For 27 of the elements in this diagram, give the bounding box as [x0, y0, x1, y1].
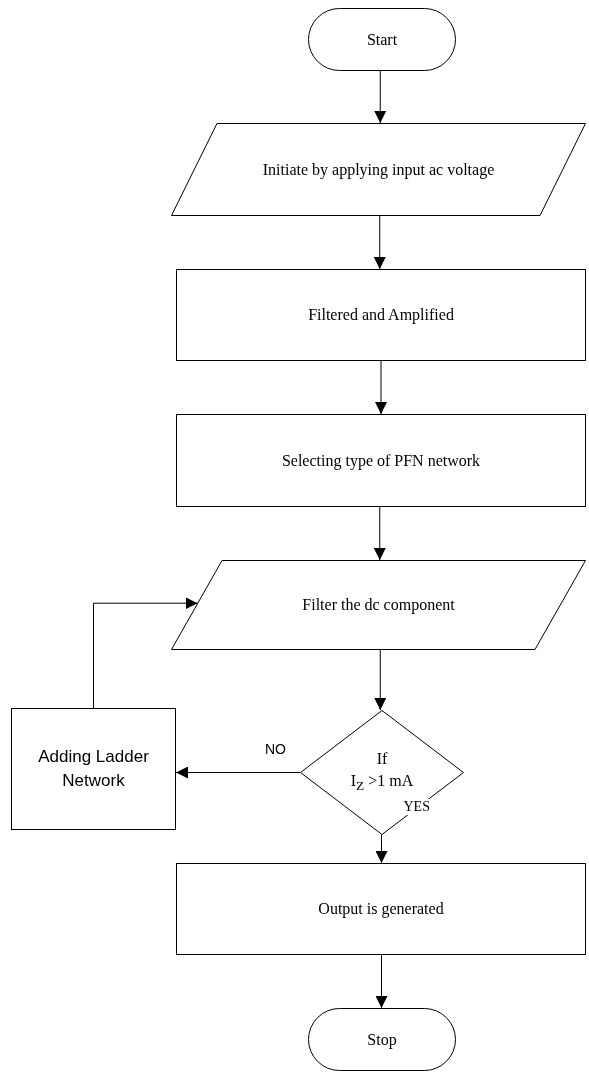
arrow [373, 215, 386, 270]
arrow [375, 954, 388, 1009]
node-label: Stop [367, 1029, 397, 1051]
node-label: Selecting type of PFN network [281, 450, 481, 472]
node-label: Filter the dc component [302, 595, 455, 616]
process-box [176, 863, 586, 955]
arrow [375, 834, 388, 864]
node-label: I$_{Z}$ >1 mA [350, 770, 414, 796]
node-label: Initiate by applying input ac voltage [262, 159, 495, 181]
arrow [373, 506, 386, 561]
node-label: If [376, 748, 388, 769]
arrow [375, 360, 387, 415]
arrow [374, 649, 387, 711]
node-label: Start [366, 29, 398, 50]
node-label: Output is generated [318, 899, 444, 920]
arrow [93, 597, 198, 709]
decision-diamond [300, 710, 464, 835]
process-box [176, 269, 586, 361]
node-label: Adding Ladder Network [37, 746, 150, 792]
process-box [11, 708, 176, 830]
arrow [175, 766, 301, 779]
input-parallelogram [171, 123, 586, 216]
input-parallelogram [171, 560, 586, 650]
process-box [176, 414, 586, 507]
node-label: Filtered and Amplified [308, 305, 454, 326]
edge-label: YES [402, 799, 431, 815]
arrow [374, 70, 387, 124]
